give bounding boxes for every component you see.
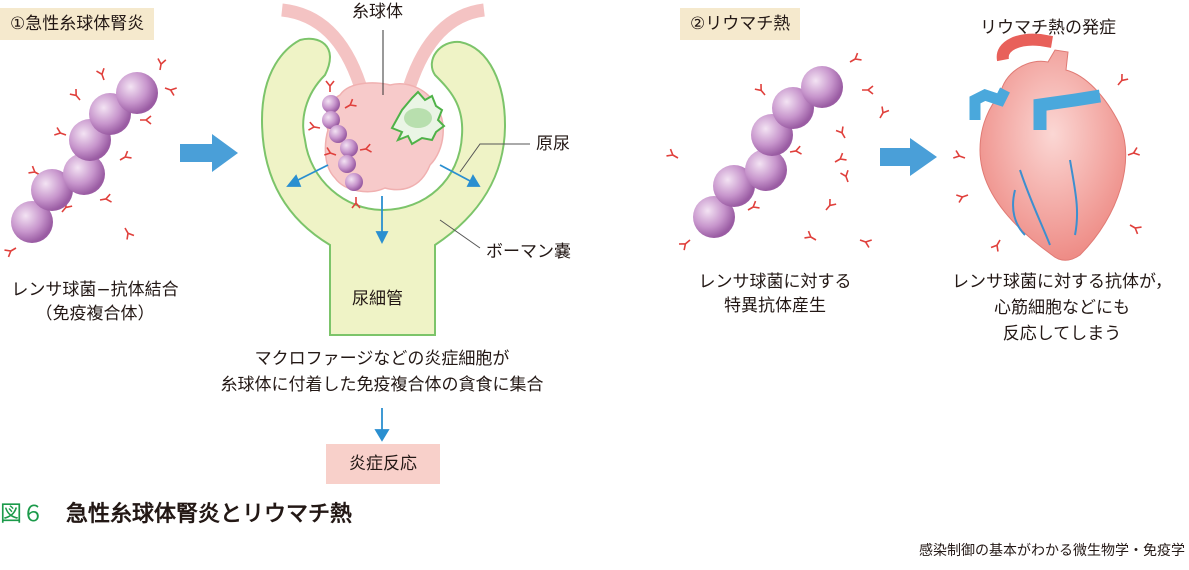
- heart-caption-line3: 反応してしまう: [1002, 324, 1122, 344]
- figure-caption: 図６ 急性糸球体腎炎とリウマチ熱: [0, 500, 352, 530]
- figure-title: 急性糸球体腎炎とリウマチ熱: [66, 502, 353, 527]
- inflammation-result-box: 炎症反応: [326, 444, 440, 484]
- arrow-right-1: [180, 134, 238, 172]
- heart-caption-line1: レンサ球菌に対する抗体が，: [952, 272, 1172, 292]
- bowman-label: ボーマン嚢: [486, 242, 571, 262]
- streptococcus-chain-left: [3, 57, 178, 258]
- immune-complex-chain: [307, 80, 373, 209]
- tubule-label: 尿細管: [352, 289, 403, 309]
- heart-illustration: [952, 33, 1143, 261]
- filtration-arrows: [286, 164, 481, 442]
- panel1-title: ①急性糸球体腎炎: [0, 8, 155, 40]
- complex-label-line1: レンサ球菌−抗体結合: [11, 280, 179, 300]
- urine-label: 原尿: [536, 134, 570, 154]
- arrow-right-2: [880, 138, 937, 176]
- label-leaders: [439, 143, 530, 249]
- streptococcus-chain-right: [665, 52, 890, 251]
- heart-title: リウマチ熱の発症: [980, 18, 1116, 38]
- glomerulus: [281, 3, 486, 209]
- source-credit: 感染制御の基本がわかる微生物学・免疫学: [919, 543, 1185, 559]
- antibody-caption-line2: 特異抗体産生: [724, 296, 826, 316]
- figure-number: 図６: [0, 502, 45, 527]
- panel2-title: ②リウマチ熱: [680, 8, 801, 40]
- complex-label-line2: （免疫複合体）: [35, 304, 155, 324]
- caption-line1: マクロファージなどの炎症細胞が: [254, 349, 510, 369]
- caption-line2: 糸球体に付着した免疫複合体の貪食に集合: [220, 375, 544, 395]
- heart-caption-line2: 心筋細胞などにも: [994, 298, 1130, 318]
- glomerulus-label: 糸球体: [352, 2, 403, 22]
- bowman-capsule: [260, 37, 507, 336]
- antibody-caption-line1: レンサ球菌に対する: [698, 272, 852, 292]
